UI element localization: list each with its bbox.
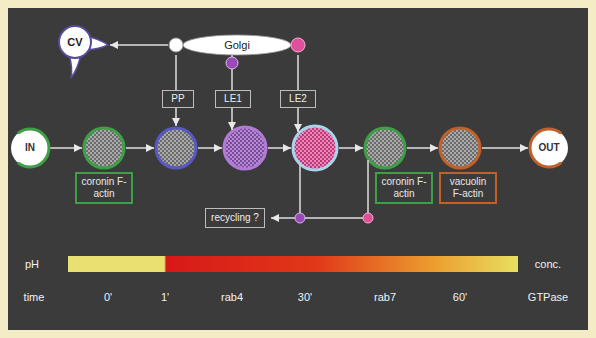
exit-cup: OUT — [526, 127, 572, 169]
axis-label: 30' — [298, 291, 312, 303]
entry-cup: IN — [10, 127, 50, 169]
axis-label: pH — [25, 258, 39, 270]
connector — [110, 44, 168, 46]
node-text: CV — [58, 25, 92, 59]
endosome-circle — [84, 128, 124, 168]
vacuole-body — [59, 26, 91, 58]
axis-label: 1' — [161, 291, 169, 303]
pathway-box: PP — [162, 90, 194, 108]
node-text: LE2 — [289, 93, 307, 105]
axis-label: 0' — [104, 291, 112, 303]
golgi-vesicle — [226, 57, 238, 69]
node-text: recycling ? — [211, 212, 259, 224]
endosome-circle — [156, 128, 196, 168]
axis-label: rab4 — [221, 291, 243, 303]
flow-arrow — [268, 147, 291, 149]
flow-arrow — [339, 147, 363, 149]
marker-box: coronin F-actin — [375, 172, 433, 204]
recycling-line — [305, 217, 363, 219]
contractile-vacuole: CV — [58, 25, 110, 79]
axis-label: rab7 — [374, 291, 396, 303]
recycling-box: recycling ? — [205, 208, 265, 228]
node-text: PP — [171, 93, 184, 105]
contractile-vacuole-outline — [58, 25, 110, 79]
endosome-circle — [224, 127, 266, 169]
marker-box: coronin F-actin — [75, 172, 133, 204]
node-text: OUT — [526, 127, 572, 169]
endosome-circle — [293, 126, 337, 170]
endosome-circle — [440, 128, 480, 168]
node-text: coronin F-actin — [80, 176, 128, 200]
node-text: Golgi — [168, 35, 306, 55]
recycling-line — [367, 160, 369, 213]
endosome-circle — [365, 128, 405, 168]
recycling-vesicle — [363, 213, 373, 223]
recycling-line — [299, 165, 301, 213]
flow-arrow — [50, 147, 82, 149]
node-text: vacuolin F-actin — [444, 176, 492, 200]
golgi-vesicle — [169, 38, 183, 52]
connector — [297, 55, 299, 90]
node-text: coronin F-actin — [380, 176, 428, 200]
golgi-vesicle — [291, 38, 305, 52]
axis-label: GTPase — [528, 291, 568, 303]
axis-label: time — [24, 291, 45, 303]
node-text: IN — [10, 127, 50, 169]
connector — [175, 55, 177, 90]
axis-label: 60' — [453, 291, 467, 303]
recycling-vesicle — [295, 213, 305, 223]
ph-gradient-bar — [68, 256, 518, 272]
node-text: LE1 — [224, 93, 242, 105]
marker-box: vacuolin F-actin — [439, 172, 497, 204]
recycling-arrow — [271, 217, 295, 219]
flow-arrow — [482, 147, 528, 149]
flow-arrow — [198, 147, 222, 149]
flow-arrow — [407, 147, 438, 149]
pathway-box: LE1 — [215, 90, 251, 108]
golgi-body: Golgi — [168, 35, 306, 55]
pathway-box: LE2 — [280, 90, 316, 108]
flow-arrow — [126, 147, 154, 149]
axis-label: conc. — [535, 258, 561, 270]
